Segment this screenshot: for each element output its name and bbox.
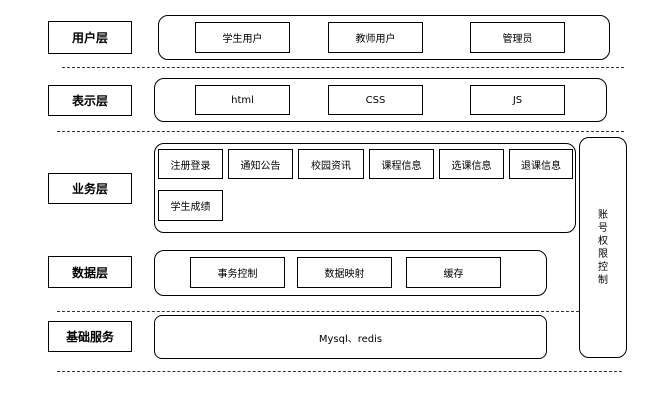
js-box: JS: [470, 85, 565, 115]
data-mapping-box: 数据映射: [297, 257, 392, 288]
data-layer-label: 数据层: [48, 256, 132, 288]
panel-char: 账: [598, 209, 608, 221]
student-user-box: 学生用户: [195, 22, 290, 53]
student-grades-box: 学生成绩: [158, 190, 223, 221]
presentation-layer-label: 表示层: [48, 85, 132, 116]
course-drop-box: 退课信息: [509, 149, 573, 179]
css-box: CSS: [328, 85, 423, 115]
teacher-user-box: 教师用户: [328, 22, 423, 53]
panel-char: 限: [598, 248, 608, 260]
account-permission-panel: 账 号 权 限 控 制: [579, 137, 627, 358]
business-layer-label: 业务层: [48, 173, 132, 204]
campus-news-box: 校园资讯: [298, 149, 364, 179]
panel-char: 控: [598, 261, 608, 273]
admin-box: 管理员: [470, 22, 565, 53]
divider-3: [57, 311, 579, 312]
divider-1: [62, 67, 624, 68]
transaction-control-box: 事务控制: [190, 257, 285, 288]
course-info-box: 课程信息: [369, 149, 434, 179]
divider-2: [57, 131, 624, 132]
course-selection-box: 选课信息: [439, 149, 504, 179]
html-box: html: [195, 85, 290, 115]
panel-char: 号: [598, 222, 608, 234]
divider-4: [57, 371, 622, 372]
notice-box: 通知公告: [228, 149, 293, 179]
panel-char: 权: [598, 235, 608, 247]
base-services-label: 基础服务: [48, 321, 132, 352]
register-login-box: 注册登录: [158, 149, 223, 179]
cache-box: 缓存: [406, 257, 501, 288]
business-layer-group: [154, 143, 576, 233]
user-layer-label: 用户层: [48, 21, 132, 54]
base-services-group: Mysql、redis: [154, 315, 547, 359]
panel-char: 制: [598, 274, 608, 286]
